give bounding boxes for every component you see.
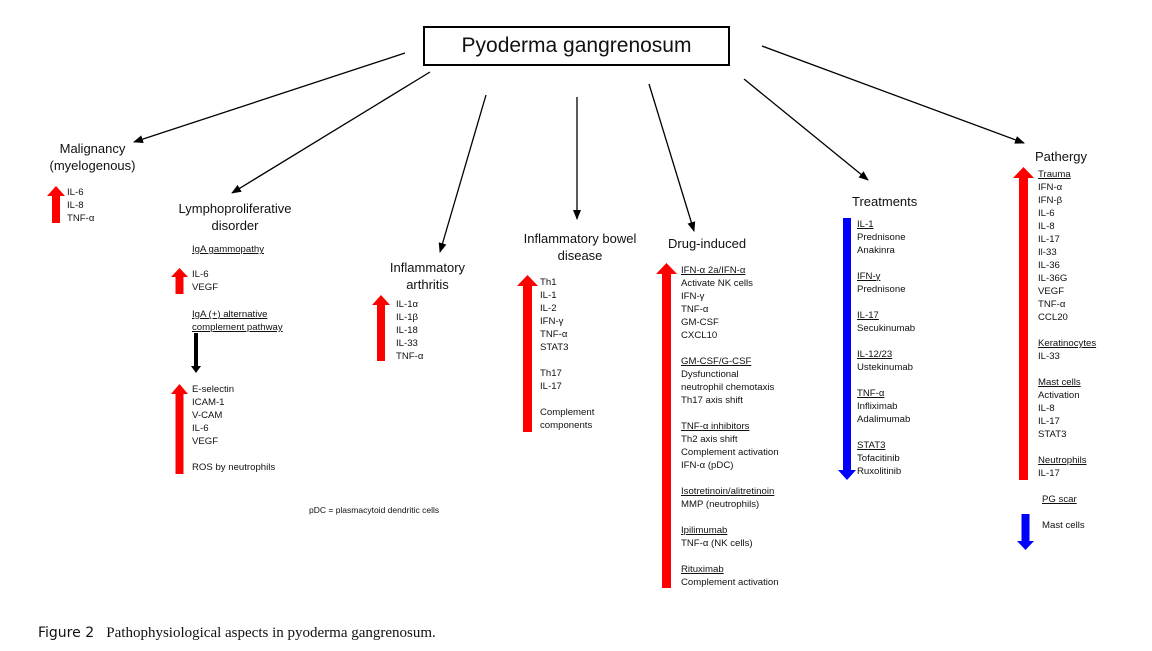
pg-scar-header: PG scar xyxy=(1042,494,1077,505)
pathergy-list: Trauma IFN-α IFN-β IL-6 IL-8 IL-17 Il-33… xyxy=(1038,169,1097,479)
connector-to-malignancy xyxy=(133,52,406,143)
figure-caption: Figure 2 Pathophysiological aspects in p… xyxy=(38,624,436,642)
drug-induced-title: Drug-induced xyxy=(668,236,747,251)
black-down-arrow-icon xyxy=(191,333,201,373)
up-arrow-icon xyxy=(171,268,188,294)
up-arrow-icon xyxy=(171,384,188,474)
ibd-list: Th1 IL-1 IL-2 IFN-γ TNF-α STAT3 Th17 IL-… xyxy=(540,277,595,431)
pg-scar-list: Mast cells xyxy=(1042,520,1085,531)
figure-label: Figure 2 xyxy=(38,625,95,641)
footnote: pDC = plasmacytoid dendritic cells xyxy=(309,505,440,515)
drug-induced-list: IFN-α 2a/IFN-α Activate NK cells IFN-γ T… xyxy=(681,265,779,588)
up-arrow-icon xyxy=(517,275,538,432)
malignancy-list: IL-6 IL-8 TNF-α xyxy=(67,187,95,224)
lymphoproliferative-list-1: IL-6 VEGF xyxy=(192,269,219,293)
lymphoproliferative-subheader-1: IgA gammopathy xyxy=(192,244,264,255)
lymphoproliferative-title: Lymphoproliferative disorder xyxy=(178,201,292,233)
up-arrow-icon xyxy=(47,186,65,223)
down-arrow-icon xyxy=(1017,514,1034,550)
connector-to-lymphoproliferative xyxy=(231,71,431,194)
root-node-label: Pyoderma gangrenosum xyxy=(461,34,692,57)
root-node: Pyoderma gangrenosum xyxy=(423,26,730,66)
ibd-title: Inflammatory bowel disease xyxy=(523,231,637,263)
lymphoproliferative-subheader-2: IgA (+) alternative complement pathway xyxy=(192,309,283,333)
figure-caption-text: Pathophysiological aspects in pyoderma g… xyxy=(106,625,436,641)
treatments-list: IL-1 Prednisone Anakinra IFN-γ Prednison… xyxy=(857,219,916,477)
arthritis-list: IL-1α IL-1β IL-18 IL-33 TNF-α xyxy=(396,299,424,362)
connector-to-arthritis xyxy=(438,94,487,253)
lymphoproliferative-list-2: E-selectin ICAM-1 V-CAM IL-6 VEGF ROS by… xyxy=(192,384,276,473)
up-arrow-icon xyxy=(372,295,390,361)
up-arrow-icon xyxy=(1013,167,1034,480)
connector-to-drug-induced xyxy=(648,83,696,232)
connector-to-pathergy xyxy=(761,45,1025,144)
pathergy-title: Pathergy xyxy=(1035,149,1088,164)
up-arrow-icon xyxy=(656,263,677,588)
treatments-title: Treatments xyxy=(852,194,918,209)
down-arrow-icon xyxy=(838,218,856,480)
malignancy-title: Malignancy (myelogenous) xyxy=(49,141,136,173)
connector-to-treatments xyxy=(743,78,869,181)
arthritis-title: Inflammatory arthritis xyxy=(389,260,466,292)
